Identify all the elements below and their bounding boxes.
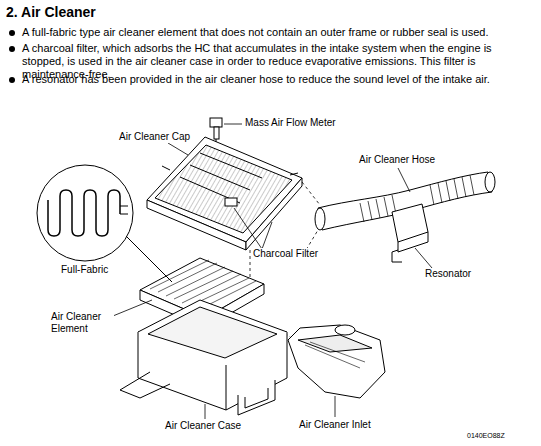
part-label: Air Cleaner Inlet [298, 419, 372, 431]
figure-code: 0140EO88Z [466, 432, 506, 440]
section-title: 2. Air Cleaner [6, 4, 96, 21]
part-label: Resonator [424, 268, 472, 280]
air-cleaner-case [120, 300, 287, 415]
part-label: Charcoal Filter [252, 248, 319, 260]
resonator [392, 204, 428, 262]
part-label: Mass Air Flow Meter [244, 117, 337, 129]
air-cleaner-cap [147, 137, 302, 250]
part-label: Air Cleaner Cap [118, 131, 191, 143]
bullet [9, 46, 15, 52]
part-label: Air Cleaner Hose [358, 154, 436, 166]
air-cleaner-inlet [288, 325, 385, 398]
leader-line [108, 124, 432, 419]
alignment-line [250, 182, 320, 345]
bullet [9, 30, 15, 36]
full-fabric-detail [37, 165, 172, 282]
part-label: Air Cleaner Element [50, 311, 114, 335]
bullet-note: A full-fabric type air cleaner element t… [22, 26, 534, 39]
part-label: Air Cleaner Case [164, 420, 242, 432]
part-label: Full-Fabric [60, 264, 109, 276]
bullet [9, 77, 15, 83]
bullet-note: A resonator has been provided in the air… [22, 73, 534, 86]
